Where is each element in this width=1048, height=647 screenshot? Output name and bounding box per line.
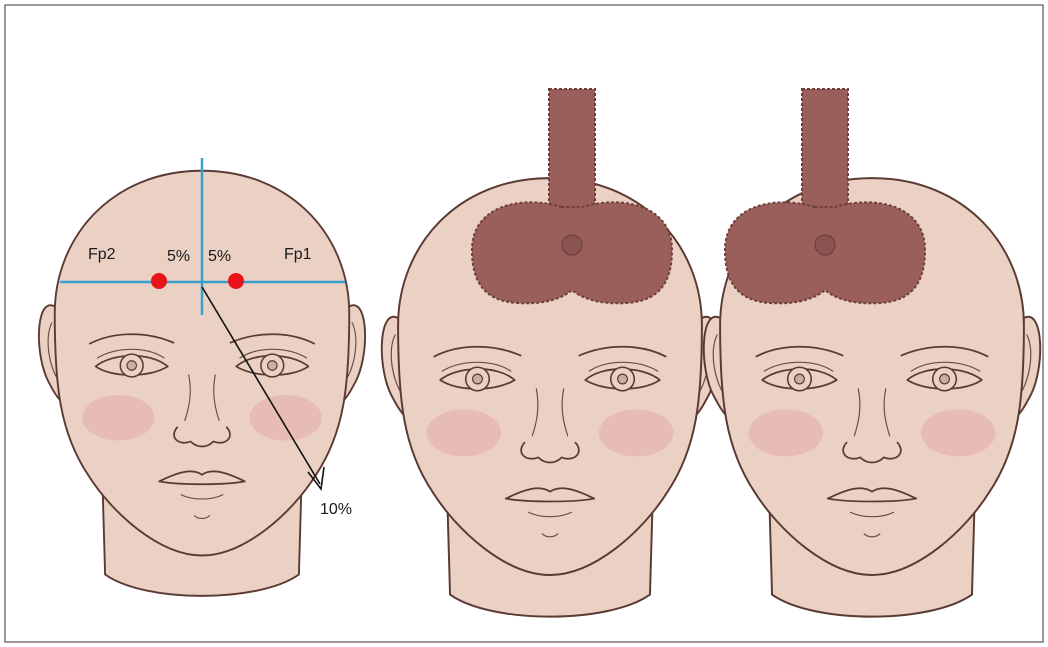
fp2-label: Fp2 <box>88 246 116 263</box>
ten-percent-label: 10% <box>320 501 352 518</box>
five-percent-right-label: 5% <box>208 248 231 265</box>
fp2-electrode-point <box>151 273 167 289</box>
fp1-label: Fp1 <box>284 246 312 263</box>
fp1-electrode-point <box>228 273 244 289</box>
five-percent-left-label: 5% <box>167 248 190 265</box>
